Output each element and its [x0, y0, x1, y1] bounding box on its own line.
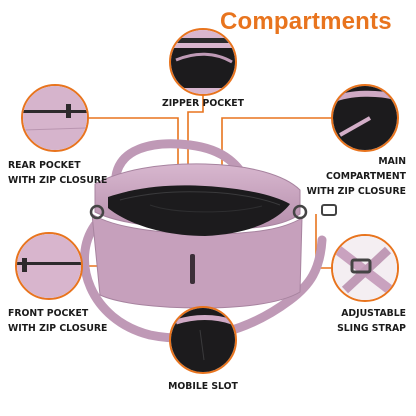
rear-pocket-label: REAR POCKET WITH ZIP CLOSURE	[8, 160, 108, 186]
zipper-pocket-detail	[169, 28, 237, 96]
adjustable-strap-detail	[331, 234, 399, 302]
bag-body	[89, 163, 337, 309]
page-title: Compartments	[220, 8, 392, 35]
rear-pocket-detail	[21, 84, 89, 152]
front-pocket-detail	[15, 232, 83, 300]
mobile-slot-label: MOBILE SLOT	[168, 381, 238, 392]
mobile-slot-detail	[169, 306, 237, 374]
main-compartment-label: MAIN COMPARTMENT WITH ZIP CLOSURE	[306, 156, 406, 197]
adjustable-strap-label: ADJUSTABLE SLING STRAP	[337, 308, 406, 334]
main-compartment-detail	[331, 84, 399, 152]
zipper-pocket-label: ZIPPER POCKET	[161, 98, 244, 109]
front-pocket-label: FRONT POCKET WITH ZIP CLOSURE	[8, 308, 108, 334]
